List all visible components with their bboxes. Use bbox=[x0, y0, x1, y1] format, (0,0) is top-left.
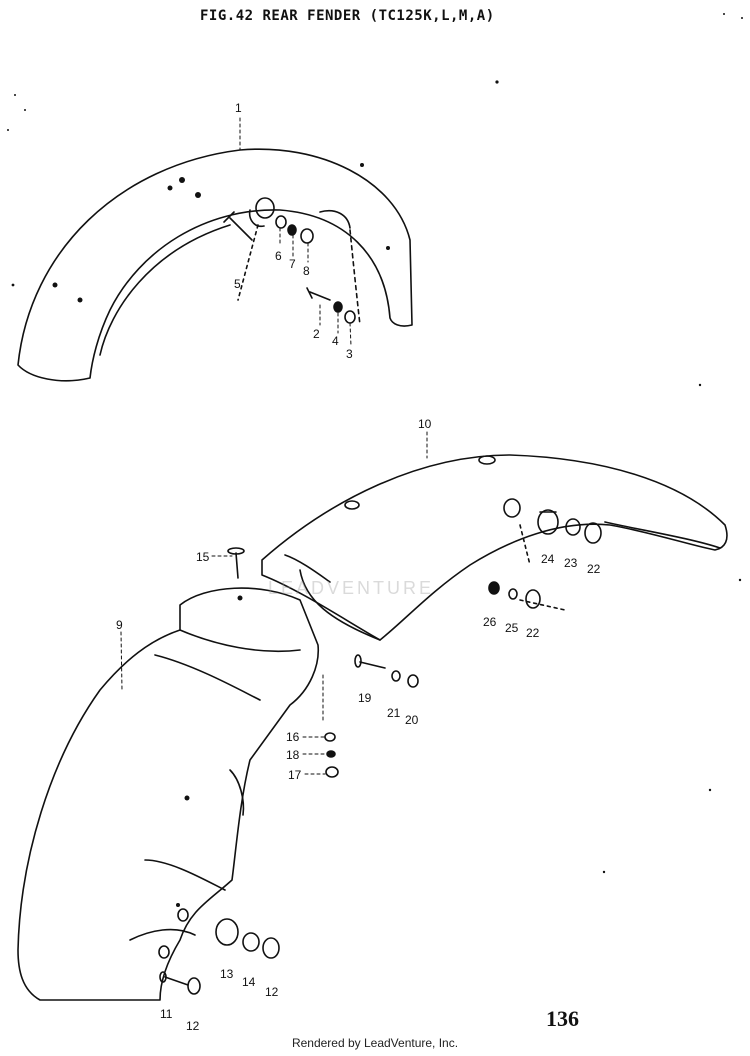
watermark: LEADVENTURE bbox=[268, 578, 435, 598]
callout-12b: 12 bbox=[186, 1019, 200, 1033]
nut-8 bbox=[300, 228, 314, 244]
callout-6: 6 bbox=[275, 249, 282, 263]
washer-21 bbox=[391, 670, 401, 682]
callout-9: 9 bbox=[116, 618, 123, 632]
bolt-15 bbox=[227, 547, 245, 579]
callout-3: 3 bbox=[346, 347, 353, 361]
callout-4: 4 bbox=[332, 334, 339, 348]
callout-22b: 22 bbox=[526, 626, 540, 640]
callout-19: 19 bbox=[358, 691, 372, 705]
fender-mount-holes bbox=[52, 163, 390, 303]
callout-14: 14 bbox=[242, 975, 256, 989]
callout-17: 17 bbox=[288, 768, 302, 782]
washer-6 bbox=[275, 215, 287, 229]
callout-7: 7 bbox=[289, 257, 296, 271]
washer-20 bbox=[407, 674, 419, 688]
bolt-11 bbox=[159, 971, 189, 986]
callout-13: 13 bbox=[220, 967, 234, 981]
rear-fender-upper bbox=[261, 454, 728, 641]
callout-12a: 12 bbox=[265, 985, 279, 999]
front-fender bbox=[17, 148, 413, 382]
collar-24 bbox=[537, 509, 559, 535]
rear-fender-lower bbox=[17, 587, 320, 1001]
fender-rivets bbox=[176, 595, 243, 907]
nut-17 bbox=[325, 766, 339, 778]
spacer-23 bbox=[565, 518, 581, 536]
callout-numbers: 1 5 6 7 8 2 4 3 10 24 23 22 26 25 22 15 … bbox=[116, 101, 601, 1033]
callout-1: 1 bbox=[235, 101, 242, 115]
washer-22b bbox=[525, 589, 541, 609]
washer-25 bbox=[508, 588, 518, 600]
leader-lines bbox=[120, 117, 428, 775]
washer-12b bbox=[187, 977, 201, 995]
callout-15: 15 bbox=[196, 550, 210, 564]
washer-12a bbox=[262, 937, 280, 959]
washer-7 bbox=[287, 224, 297, 236]
washer-16 bbox=[324, 732, 336, 742]
spacer-14 bbox=[242, 932, 260, 952]
callout-16: 16 bbox=[286, 730, 300, 744]
bolt-19 bbox=[354, 654, 386, 669]
callout-24: 24 bbox=[541, 552, 555, 566]
callout-2: 2 bbox=[313, 327, 320, 341]
figure-title: FIG.42 REAR FENDER (TC125K,L,M,A) bbox=[200, 8, 495, 24]
callout-5: 5 bbox=[234, 277, 241, 291]
washer-22a bbox=[584, 522, 602, 544]
callout-8: 8 bbox=[303, 264, 310, 278]
callout-10: 10 bbox=[418, 417, 432, 431]
callout-26: 26 bbox=[483, 615, 497, 629]
washer-26 bbox=[488, 581, 500, 595]
callout-11: 11 bbox=[160, 1007, 173, 1021]
bolt-5 bbox=[223, 211, 253, 241]
washer-18 bbox=[326, 750, 336, 758]
scan-specks bbox=[7, 13, 743, 874]
washer-4 bbox=[333, 301, 343, 313]
callout-20: 20 bbox=[405, 713, 419, 727]
washer-3 bbox=[344, 310, 356, 324]
page-number: 136 bbox=[546, 1006, 579, 1031]
footer-credit: Rendered by LeadVenture, Inc. bbox=[291, 1036, 459, 1050]
bolt-2 bbox=[306, 287, 331, 301]
callout-21: 21 bbox=[387, 706, 401, 720]
callout-25: 25 bbox=[505, 621, 519, 635]
callout-18: 18 bbox=[286, 748, 300, 762]
collar-13 bbox=[215, 918, 239, 946]
callout-22a: 22 bbox=[587, 562, 601, 576]
callout-23: 23 bbox=[564, 556, 578, 570]
